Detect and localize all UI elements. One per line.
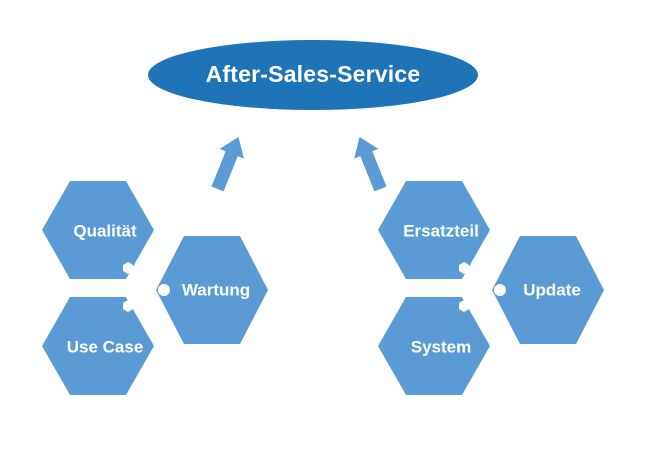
arrow-left-group-to-title[interactable]	[205, 132, 250, 194]
hex-node-ersatzteil[interactable]: Ersatzteil	[378, 181, 490, 279]
connector-dot-right	[494, 284, 506, 296]
hex-node-use-case-shape	[42, 297, 154, 395]
arrow-right-group-to-title[interactable]	[347, 132, 392, 194]
hex-node-qualitaet-label: Qualität	[73, 221, 137, 240]
hex-node-qualitaet-shape	[42, 181, 154, 279]
hex-node-system-shape	[378, 297, 490, 395]
hex-node-update-label: Update	[523, 280, 581, 299]
title-node-after-sales-service[interactable]: After-Sales-Service	[148, 40, 478, 110]
left-cluster-y-junction-connector	[101, 261, 170, 315]
hex-node-update[interactable]: Update	[492, 236, 604, 344]
hex-node-wartung-shape	[156, 236, 268, 344]
right-cluster: Ersatzteil System Update	[378, 181, 604, 395]
hex-node-system-label: System	[411, 337, 471, 356]
title-node-label: After-Sales-Service	[206, 61, 421, 87]
hex-node-update-shape	[492, 236, 604, 344]
hex-node-ersatzteil-shape	[378, 181, 490, 279]
hex-node-use-case[interactable]: Use Case	[42, 297, 154, 395]
hex-node-ersatzteil-label: Ersatzteil	[403, 221, 479, 240]
hex-node-use-case-label: Use Case	[67, 337, 144, 356]
connector-dot-lower	[459, 300, 469, 312]
connector-dot-right	[158, 284, 170, 296]
arrow-left-shape	[211, 137, 244, 192]
connector-dot-upper	[123, 262, 133, 274]
hex-node-wartung[interactable]: Wartung	[156, 236, 268, 344]
hex-node-qualitaet[interactable]: Qualität	[42, 181, 154, 279]
left-cluster: Qualität Use Case Wartung	[42, 181, 268, 395]
title-ellipse-shape	[148, 40, 478, 110]
hex-node-system[interactable]: System	[378, 297, 490, 395]
connector-dot-lower	[123, 300, 133, 312]
connector-dot-upper	[459, 262, 469, 274]
hex-node-wartung-label: Wartung	[182, 280, 250, 299]
arrow-right-shape	[354, 137, 387, 192]
connector-arm-lower	[437, 284, 498, 315]
connector-arm-lower	[101, 284, 162, 315]
right-cluster-y-junction-connector	[437, 261, 506, 315]
